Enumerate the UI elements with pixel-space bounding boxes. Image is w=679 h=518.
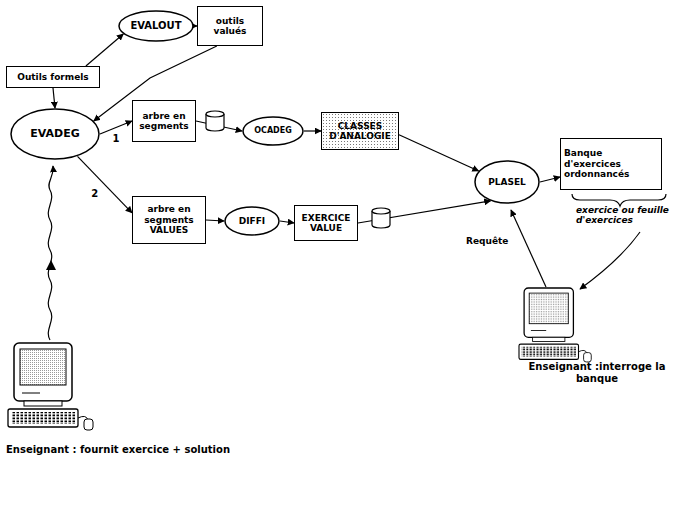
flow-arrowhead (46, 260, 56, 270)
node-label: Outils formels (10, 72, 96, 82)
data-box: arbre en segments VALUES (132, 196, 206, 244)
edge-number: 1 (111, 132, 122, 143)
store-cylinder (372, 208, 390, 228)
node-label: arbre en segments (136, 111, 192, 132)
wavy-link (48, 166, 53, 340)
data-box: outils valués (197, 6, 263, 46)
data-box: Outils formels (6, 66, 100, 88)
process-circle: EVALOUT (118, 10, 194, 42)
data-box: EXERCICE VALUE (294, 205, 358, 241)
node-text-block: arbre en segments (136, 111, 192, 132)
request-line (511, 210, 546, 287)
node-text-block: DIFFI (234, 216, 270, 226)
process-circle: OCADEG (242, 116, 304, 146)
node-label: EVALOUT (130, 20, 181, 32)
flow-arrow (280, 221, 294, 223)
data-box: CLASSES D'ANALOGIE (321, 112, 399, 150)
node-label: arbre en segments VALUES (136, 204, 202, 235)
node-text-block: Outils formels (10, 72, 96, 82)
node-label: outils valués (201, 16, 259, 37)
node-text-block: CLASSES D'ANALOGIE (325, 121, 395, 142)
actor-caption: Enseignant : fournit exercice + solution (6, 444, 306, 456)
process-circle: EVADEG (10, 108, 100, 160)
store-cylinder (206, 111, 224, 131)
actor-caption: Enseignant :interroge la banque (520, 361, 674, 384)
flow-arrow (304, 130, 321, 131)
node-text-block: PLASEL (485, 177, 528, 187)
node-label: EXERCICE VALUE (298, 213, 354, 234)
node-label: PLASEL (485, 177, 528, 187)
flow-arrow (399, 135, 479, 171)
node-text-block: EXERCICE VALUE (298, 213, 354, 234)
computer-icon (519, 288, 591, 362)
flow-arrow (86, 34, 123, 66)
node-text-block: Banque d'exercices ordonnancés (564, 148, 658, 179)
flow-arrow (540, 177, 560, 182)
node-label: Banque d'exercices ordonnancés (564, 148, 658, 179)
brace (572, 194, 666, 206)
node-text-block: OCADEG (253, 126, 293, 135)
node-text-block: arbre en segments VALUES (136, 204, 202, 235)
node-text-block: outils valués (201, 16, 259, 37)
circle-shape (11, 109, 99, 159)
data-box: arbre en segments (132, 100, 196, 142)
circle-shape (475, 161, 539, 203)
node-label: DIFFI (234, 216, 270, 226)
bracket-note: exercice ou feuille d'exercices (576, 205, 672, 226)
edge-number: 2 (89, 187, 100, 198)
circle-shape (225, 207, 279, 235)
node-label: OCADEG (253, 126, 293, 135)
flow-arrow (53, 88, 55, 108)
request-label: Requête (466, 236, 522, 246)
data-box: Banque d'exercices ordonnancés (560, 138, 662, 190)
process-circle: DIFFI (224, 206, 280, 236)
node-text-block: EVALOUT (130, 20, 181, 32)
flow-arrow (78, 156, 133, 212)
output-arrow (580, 232, 640, 289)
node-label: EVADEG (24, 128, 86, 141)
process-circle: PLASEL (474, 160, 540, 204)
node-label: CLASSES D'ANALOGIE (325, 121, 395, 142)
node-text-block: EVADEG (24, 128, 86, 141)
flow-arrow (206, 220, 224, 221)
circle-shape (119, 11, 193, 41)
circle-shape (243, 117, 303, 145)
computer-icon (8, 343, 93, 430)
